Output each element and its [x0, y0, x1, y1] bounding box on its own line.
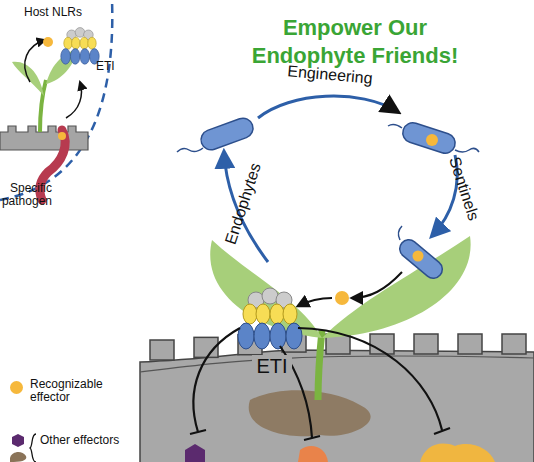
inset-wall: [0, 126, 88, 150]
battlement: [458, 334, 482, 354]
title: Empower Our Endophyte Friends!: [230, 14, 480, 69]
label: Sentinels: [443, 148, 484, 230]
legend-text: Recognizable effector: [30, 378, 120, 404]
battlement: [150, 340, 174, 360]
legend-hexagon: [12, 434, 24, 447]
nlr-complex: [61, 28, 99, 65]
battlement: [414, 334, 438, 354]
castle-wall: [140, 350, 534, 462]
label: Host NLRs: [24, 6, 94, 19]
legend-text: Other effectors: [40, 434, 120, 447]
leaf: [210, 240, 322, 338]
sentinel-bacterium: [396, 226, 446, 282]
label: ETI: [252, 355, 292, 377]
label: Specific pathogen: [0, 182, 52, 208]
inhibition-line: [190, 328, 450, 440]
inset-border: [0, 0, 112, 200]
legend-blob: [10, 452, 26, 462]
battlement: [502, 334, 526, 354]
nlr-complex: [238, 288, 302, 349]
label: ETI: [96, 60, 126, 73]
endophyte-bacterium: [177, 115, 256, 152]
legend-swatch: [10, 381, 23, 394]
legend-bracket: [30, 434, 36, 462]
leaf: [322, 236, 471, 338]
engineered-bacterium: [388, 120, 479, 156]
